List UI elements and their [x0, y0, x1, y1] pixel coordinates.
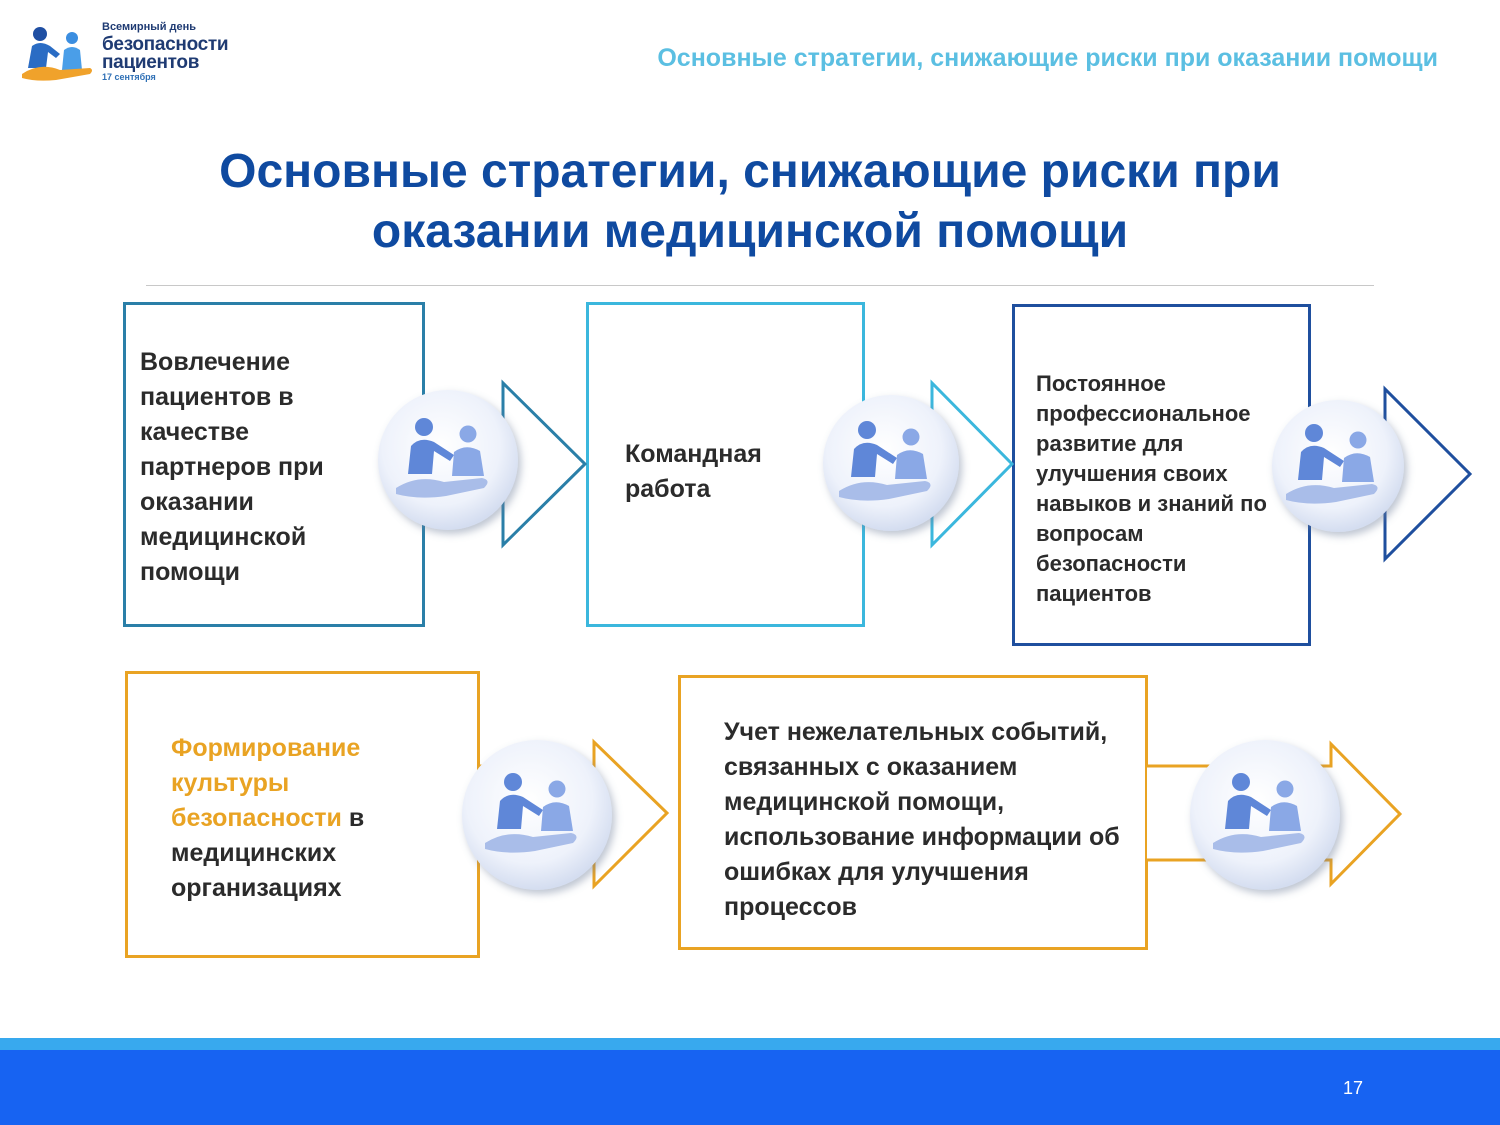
- people-icon: [462, 740, 612, 890]
- step-text-4-accent: Формирование культуры безопасности: [171, 734, 361, 832]
- logo: Всемирный день безопасности пациентов 17…: [20, 20, 280, 86]
- step-box-5: Учет нежелательных событий, связанных с …: [678, 675, 1148, 950]
- step-text-1: Вовлечение пациентов в качестве партнеро…: [140, 348, 324, 586]
- footer-strip: [0, 1038, 1500, 1050]
- people-icon: [1190, 740, 1340, 890]
- step-text-5: Учет нежелательных событий, связанных с …: [724, 718, 1120, 921]
- page-title-line-1: Основные стратегии, снижающие риски при: [219, 145, 1281, 198]
- title-divider: [146, 285, 1374, 286]
- page-number: 17: [1342, 1078, 1364, 1098]
- step-text-2: Командная работа: [625, 440, 762, 503]
- header-title: Основные стратегии, снижающие риски при …: [657, 44, 1438, 72]
- step-box-4: Формирование культуры безопасности в мед…: [125, 671, 480, 958]
- page-title: Основные стратегии, снижающие риски при …: [0, 142, 1500, 262]
- people-icon: [823, 395, 959, 531]
- page-title-line-2: оказании медицинской помощи: [371, 205, 1129, 258]
- step-text-3: Постоянное профессиональное развитие для…: [1036, 371, 1267, 606]
- logo-line-4: 17 сентября: [102, 72, 156, 82]
- logo-people-icon: [22, 27, 92, 81]
- step-text-4-rest: в медицинских организациях: [171, 804, 365, 902]
- logo-line-3: пациентов: [102, 52, 200, 73]
- footer-bar: [0, 1050, 1500, 1125]
- logo-line-2: безопасности: [102, 34, 229, 55]
- logo-line-1: Всемирный день: [102, 21, 197, 33]
- people-icon: [1272, 400, 1404, 532]
- step-text-4: Формирование культуры безопасности в мед…: [171, 731, 411, 906]
- people-icon: [378, 390, 518, 530]
- step-box-2: Командная работа: [586, 302, 865, 627]
